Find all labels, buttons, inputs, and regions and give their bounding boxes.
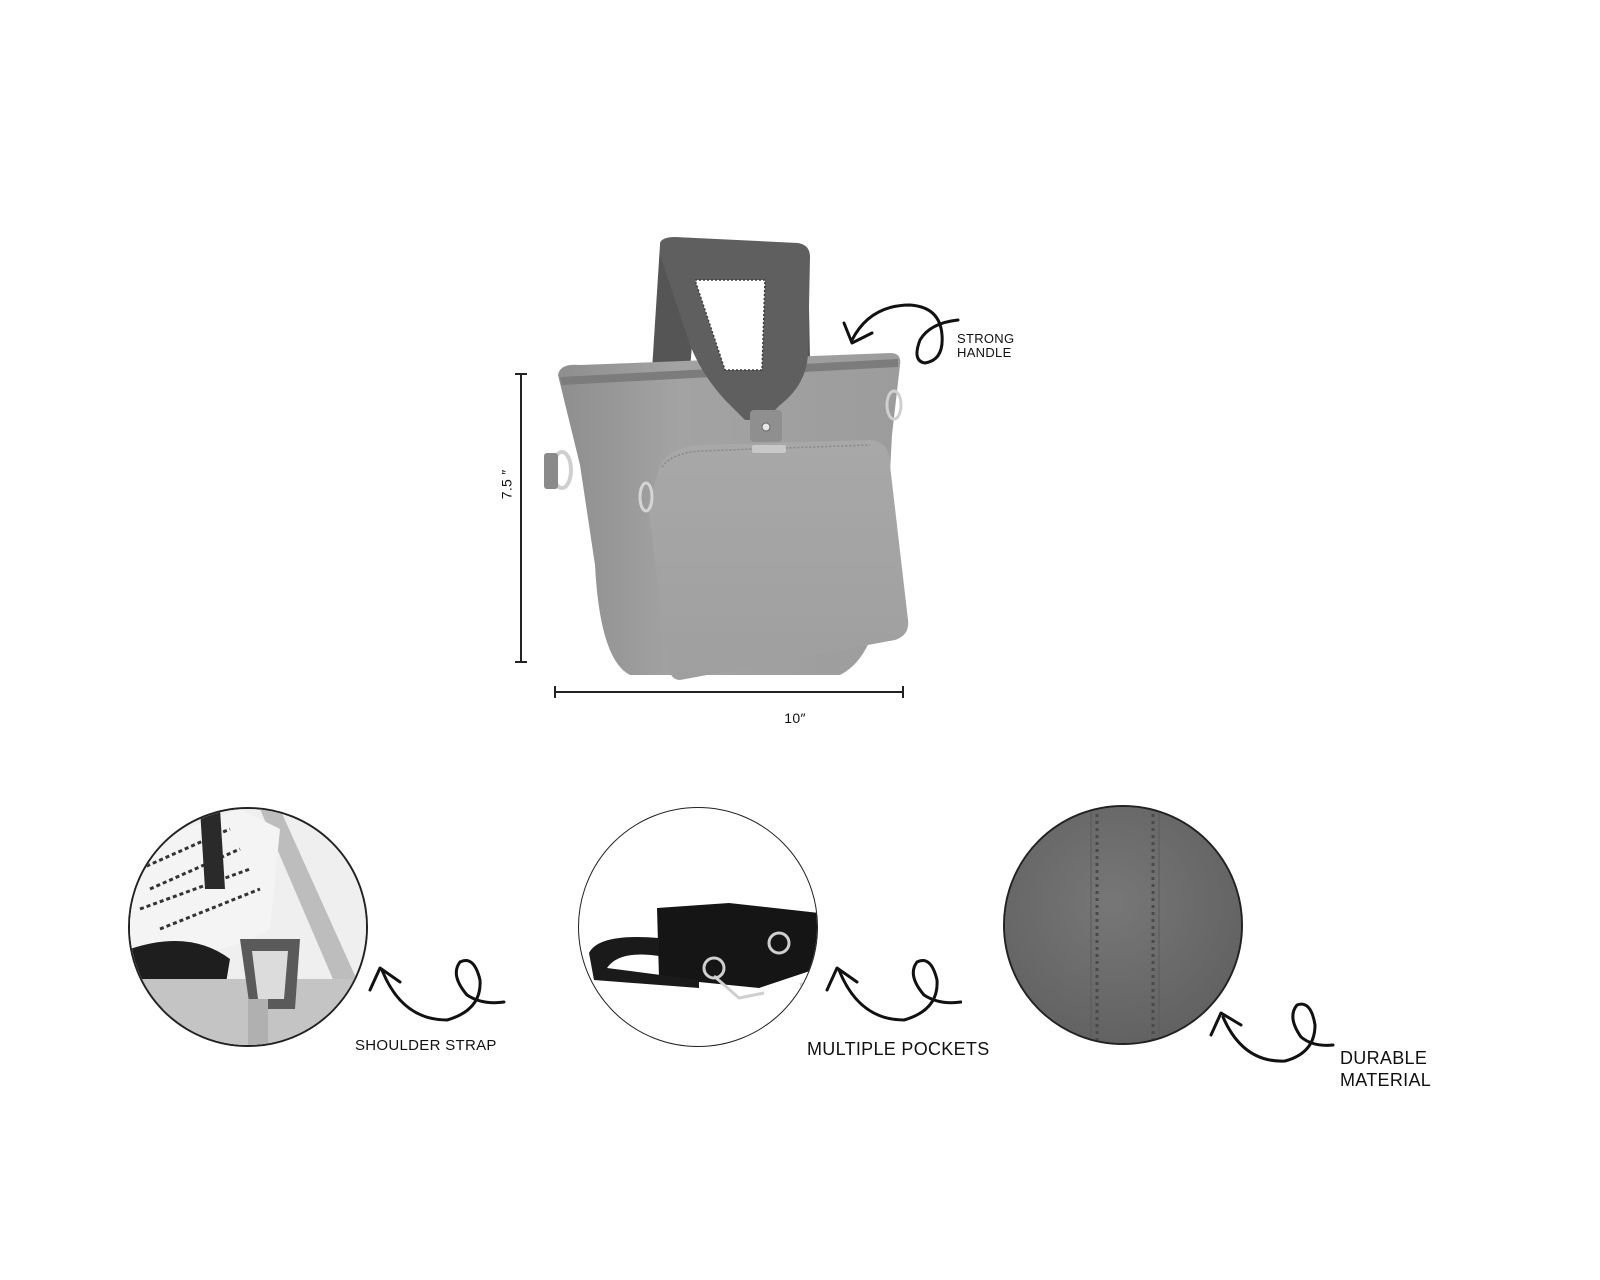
- curly-arrow-icon: [1205, 995, 1335, 1070]
- width-label: 10″: [784, 710, 806, 726]
- feature-label-durable-material: DURABLE MATERIAL: [1340, 1048, 1432, 1090]
- curly-arrow-icon: [362, 950, 507, 1035]
- strong-handle-label: STRONG HANDLE: [957, 331, 1015, 360]
- feature-label-multiple-pockets: MULTIPLE POCKETS: [807, 1039, 990, 1059]
- feature-label-shoulder-strap: SHOULDER STRAP: [355, 1037, 497, 1054]
- shoulder-strap-image: [128, 807, 368, 1047]
- durable-material-image: [1003, 805, 1243, 1045]
- multiple-pockets-image: [578, 807, 818, 1047]
- product-main-image: [540, 235, 930, 695]
- height-label: 7.5 ″: [498, 469, 515, 500]
- curly-arrow-icon: [817, 950, 962, 1035]
- curly-arrow-icon: [840, 295, 960, 375]
- width-dimension-line: [554, 685, 904, 699]
- handbag-illustration: [544, 237, 909, 680]
- height-dimension-line: [514, 373, 528, 663]
